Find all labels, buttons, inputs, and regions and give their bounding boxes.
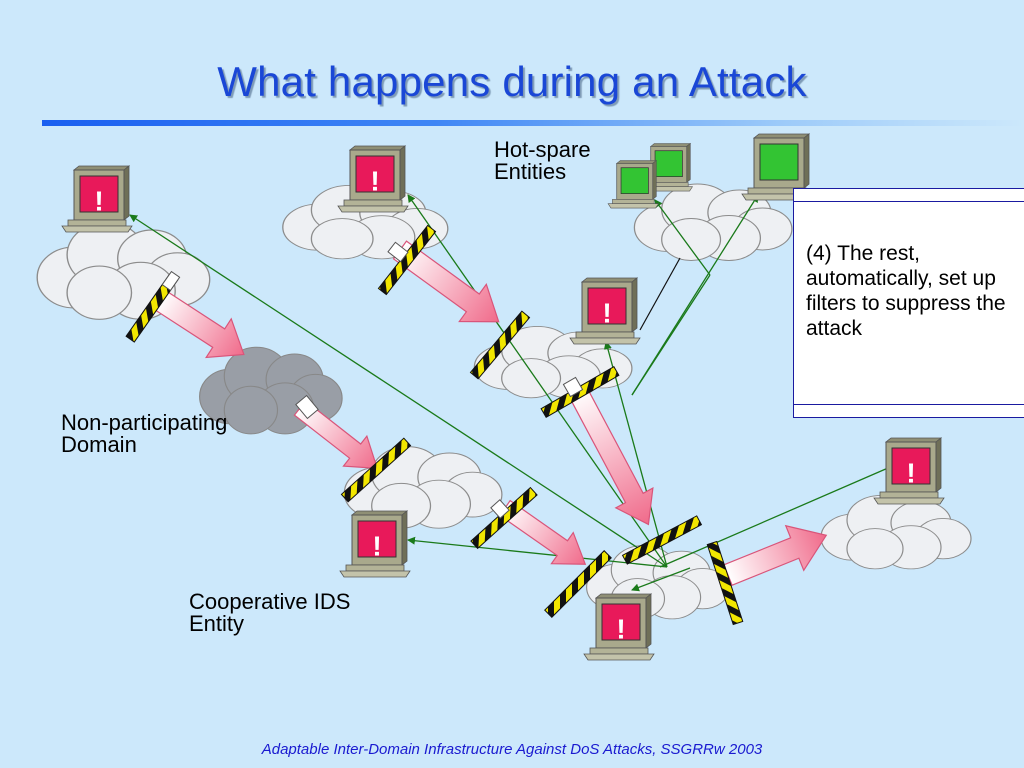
footer-citation: Adaptable Inter-Domain Infrastructure Ag… — [261, 741, 763, 758]
filter-cap-2 — [387, 241, 409, 263]
filter-cap-3 — [562, 376, 584, 398]
computer-top-left: ! — [61, 165, 133, 233]
filter-bar-1 — [125, 270, 181, 343]
attack-arrow-1 — [153, 289, 245, 359]
alert-glyph: ! — [370, 165, 379, 196]
filter-cap-1 — [295, 394, 319, 420]
computer-top-center: ! — [337, 145, 409, 213]
spare-computer-3 — [741, 133, 813, 201]
filter-cap-4 — [490, 499, 510, 519]
attack-arrow-2 — [293, 400, 379, 469]
spare-computer-1 — [641, 143, 693, 192]
callout-top-line — [794, 201, 1024, 202]
filter-bar-3 — [469, 310, 531, 380]
spare-computer-2 — [607, 160, 659, 209]
attack-arrow-4 — [568, 386, 654, 526]
filter-bar-5 — [340, 437, 412, 503]
computer-bottom: ! — [583, 593, 655, 661]
cloud-right — [820, 494, 972, 570]
page-title: What happens during an Attack — [217, 58, 807, 105]
filters — [125, 224, 744, 626]
alert-glyph: ! — [906, 457, 915, 488]
alert-glyph: ! — [602, 297, 611, 328]
title-rule — [42, 120, 1024, 126]
callout-box: (4) The rest, automatically, set up filt… — [793, 188, 1024, 418]
alert-glyph: ! — [372, 530, 381, 561]
computer-center: ! — [339, 510, 411, 578]
attack-arrow-3 — [392, 240, 500, 323]
cooperative-ids-label: Cooperative IDS Entity — [189, 589, 351, 636]
filter-bar-7 — [621, 515, 703, 565]
non-participating-label: Non-participating Domain — [61, 410, 228, 457]
computer-middle: ! — [569, 277, 641, 345]
attack-arrows — [153, 240, 828, 586]
spare-connector — [639, 257, 681, 331]
alert-glyph: ! — [94, 185, 103, 216]
hot-spare-label: Hot-spare Entities — [494, 137, 591, 184]
computer-right: ! — [873, 437, 945, 505]
attack-arrow-6 — [723, 524, 828, 586]
callout-text: (4) The rest, automatically, set up filt… — [806, 242, 1006, 340]
filter-bar-9 — [706, 540, 744, 626]
callout-bottom-line — [794, 404, 1024, 405]
filter-bar-8 — [544, 550, 612, 618]
attack-arrow-5 — [499, 499, 587, 565]
alert-glyph: ! — [616, 613, 625, 644]
